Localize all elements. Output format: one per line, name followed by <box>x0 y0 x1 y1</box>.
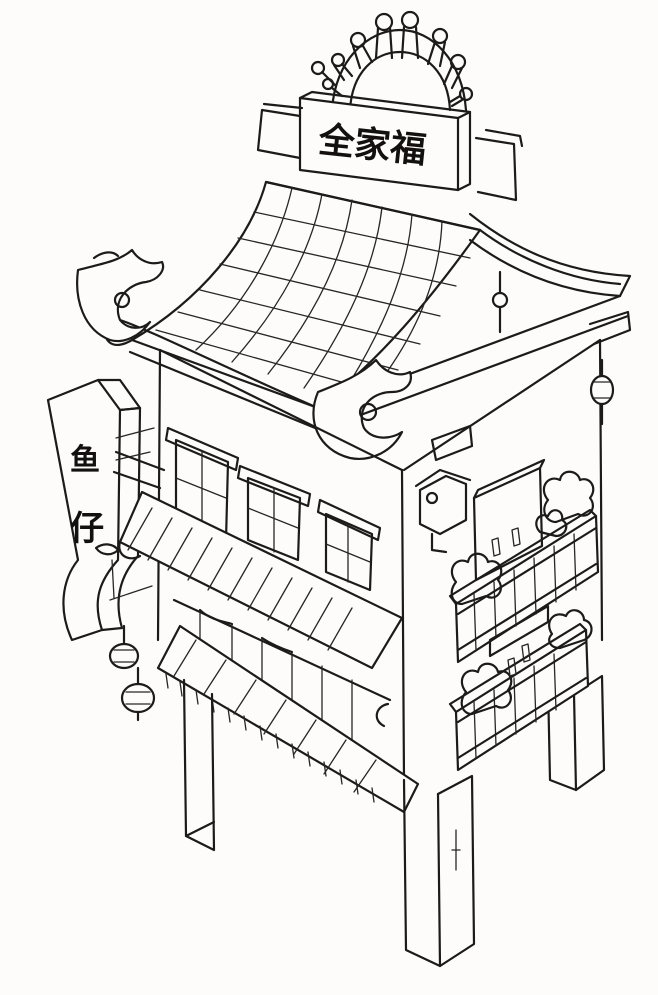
front-window-middle <box>236 464 312 562</box>
left-fish-ornament <box>76 248 165 343</box>
side-birdhouse <box>414 468 472 554</box>
center-stilt <box>402 774 476 968</box>
left-lantern-upper <box>108 624 140 670</box>
right-lantern <box>589 358 615 426</box>
crown-ornament <box>310 10 474 112</box>
top-signboard <box>256 90 524 202</box>
left-lantern-lower <box>120 666 156 722</box>
upper-balcony-plants <box>450 470 595 606</box>
side-vertical-sign <box>46 378 155 642</box>
building-body <box>156 310 632 782</box>
side-sign-char-1: 鱼 <box>70 443 100 478</box>
side-sign-char-2: 仔 <box>70 509 104 549</box>
front-window-right <box>316 498 382 592</box>
roof <box>104 180 632 432</box>
side-upper-door <box>472 458 546 582</box>
left-stilt <box>182 678 216 852</box>
side-lower-door <box>488 604 550 658</box>
sign-bracket <box>112 450 166 490</box>
side-sign-fish-icon <box>94 543 120 556</box>
roof-side-ornament <box>491 270 509 334</box>
upper-balcony <box>448 508 600 664</box>
lower-balcony <box>448 622 590 772</box>
right-fish-ornament <box>312 358 412 460</box>
lower-balcony-plants <box>460 609 593 716</box>
upper-awning <box>118 490 404 670</box>
lower-awning <box>156 624 420 814</box>
